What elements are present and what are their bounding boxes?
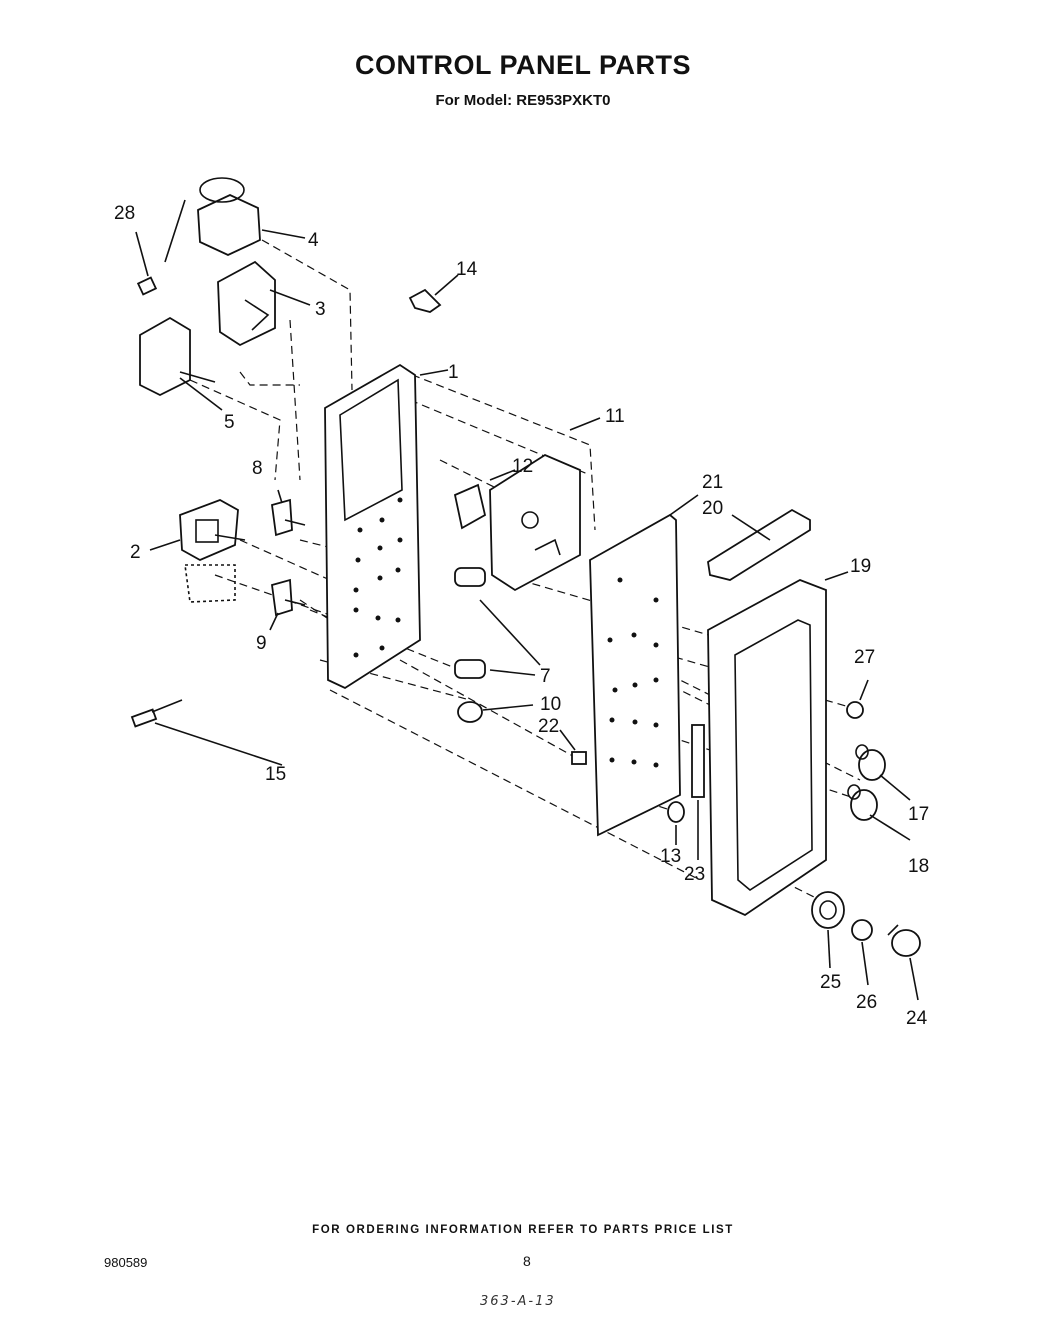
ordering-note: FOR ORDERING INFORMATION REFER TO PARTS … xyxy=(312,1224,734,1236)
callout-8: 8 xyxy=(252,458,263,479)
part-2-switch xyxy=(179,499,246,603)
callout-14: 14 xyxy=(456,259,478,280)
part-22-clip xyxy=(571,751,587,765)
callout-4: 4 xyxy=(308,230,319,251)
part-14-clip xyxy=(408,288,442,313)
callout-23: 23 xyxy=(684,864,705,885)
part-3-timer-module xyxy=(217,260,276,347)
part-9-terminal xyxy=(271,578,306,617)
model-subtitle: For Model: RE953PXKT0 xyxy=(435,92,611,109)
part-21-panel-overlay xyxy=(589,513,681,837)
callout-5: 5 xyxy=(224,412,235,433)
callout-labels: 1 2 3 4 5 7 8 9 10 11 12 13 14 15 17 18 … xyxy=(114,203,929,1029)
part-19-front-frame xyxy=(707,579,827,917)
page-title: CONTROL PANEL PARTS xyxy=(354,50,692,80)
callout-13: 13 xyxy=(660,846,681,867)
callout-17: 17 xyxy=(908,804,929,825)
part-28-clip xyxy=(136,276,158,296)
part-18-knob xyxy=(847,784,878,821)
callout-7: 7 xyxy=(540,666,551,687)
part-26-spring xyxy=(851,919,873,941)
callout-3: 3 xyxy=(315,299,326,320)
part-5-selector-switch xyxy=(139,316,216,397)
callout-22: 22 xyxy=(538,716,559,737)
part-4-motor xyxy=(164,177,261,263)
callout-12: 12 xyxy=(512,456,533,477)
part-17-knob xyxy=(855,744,886,781)
leader-lines xyxy=(135,229,919,1001)
callout-15: 15 xyxy=(265,764,286,785)
part-23-light-strip xyxy=(691,724,705,798)
callout-26: 26 xyxy=(856,992,877,1013)
part-12-relay xyxy=(453,483,487,530)
part-24-knob xyxy=(887,924,921,957)
callout-21: 21 xyxy=(702,472,723,493)
part-8-terminal xyxy=(271,498,306,537)
handwritten-note: 363-A-13 xyxy=(480,1294,556,1309)
callout-2: 2 xyxy=(130,542,141,563)
part-1-control-bracket xyxy=(324,363,421,690)
document-number: 980589 xyxy=(104,1255,148,1270)
callout-11: 11 xyxy=(605,406,625,427)
part-7-plunger xyxy=(454,567,486,679)
callout-25: 25 xyxy=(820,972,841,993)
callout-24: 24 xyxy=(906,1008,928,1029)
callout-27: 27 xyxy=(854,647,875,668)
part-25-bezel xyxy=(811,891,845,929)
callout-9: 9 xyxy=(256,633,267,654)
page-number: 8 xyxy=(523,1253,531,1269)
part-13-button xyxy=(667,801,685,823)
callout-28: 28 xyxy=(114,203,135,224)
callout-1: 1 xyxy=(448,362,459,383)
callout-20: 20 xyxy=(702,498,723,519)
part-15-probe xyxy=(130,699,183,728)
part-20-bracket xyxy=(707,508,811,581)
part-27-knob xyxy=(846,701,864,719)
callout-18: 18 xyxy=(908,856,929,877)
part-11-control-board xyxy=(489,453,581,592)
part-10-washer xyxy=(457,701,483,723)
callout-19: 19 xyxy=(850,556,871,577)
callout-10: 10 xyxy=(540,694,561,715)
